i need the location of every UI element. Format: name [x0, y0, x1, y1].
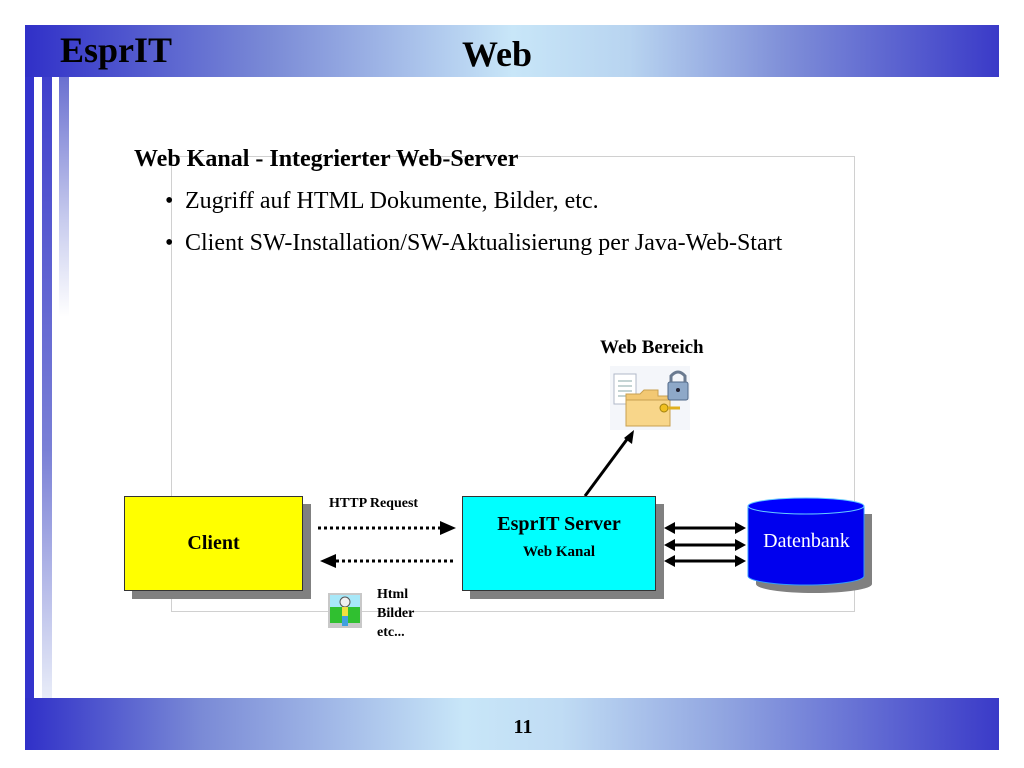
bullet-text: Zugriff auf HTML Dokumente, Bilder, etc. [185, 188, 599, 214]
db-connection-arrows [664, 522, 746, 567]
response-arrow-head [320, 554, 336, 568]
section-heading: Web Kanal - Integrierter Web-Server [134, 146, 519, 172]
response-items-list: Html Bilder etc... [377, 585, 414, 642]
footer-bar [25, 698, 999, 750]
web-area-label: Web Bereich [600, 337, 704, 358]
request-arrow-head [440, 521, 456, 535]
brand-logo-text: EsprIT [60, 30, 173, 70]
server-sublabel: Web Kanal [522, 544, 596, 560]
picture-icon [328, 593, 362, 628]
server-box: EsprIT Server Web Kanal [462, 496, 656, 591]
slide-title: Web [462, 34, 533, 74]
client-box: Client [124, 496, 303, 591]
bullet-item: • Zugriff auf HTML Dokumente, Bilder, etc… [165, 188, 599, 215]
header-bar [25, 25, 999, 77]
bullet-item: • Client SW-Installation/SW-Aktualisierun… [165, 230, 782, 257]
database-cylinder [747, 497, 872, 593]
decor-stripe-3 [59, 77, 69, 317]
response-item: etc... [377, 625, 405, 640]
bullet-icon: • [165, 188, 174, 214]
secure-folder-icon [610, 366, 690, 430]
page-number: 11 [513, 716, 533, 738]
database-label: Datenbank [763, 530, 850, 552]
bullet-icon: • [165, 230, 174, 256]
decor-stripe-2 [42, 77, 52, 698]
response-item: Html [377, 587, 409, 602]
http-arrows [318, 521, 456, 568]
http-request-label: HTTP Request [329, 496, 419, 511]
response-item: Bilder [377, 606, 415, 621]
arrow-server-to-web-area [583, 430, 634, 497]
decor-stripe-1 [25, 77, 34, 698]
bullet-text: Client SW-Installation/SW-Aktualisierung… [185, 230, 783, 256]
server-label: EsprIT Server [497, 513, 621, 535]
diagram-frame [171, 156, 855, 612]
